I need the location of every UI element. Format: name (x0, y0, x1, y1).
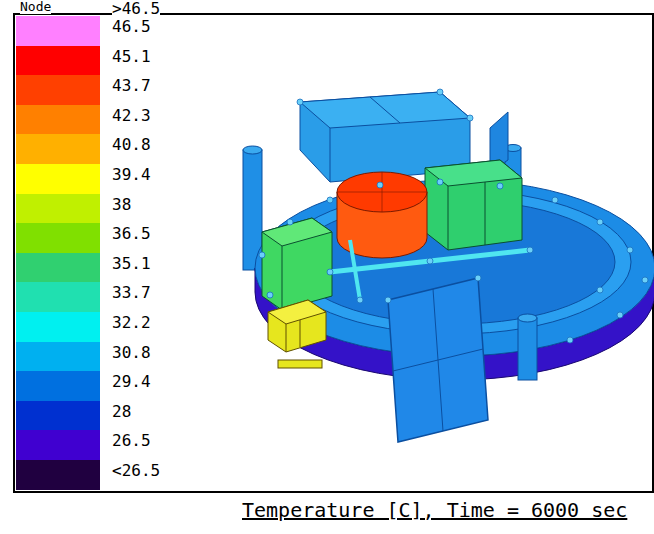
legend-value: 26.5 (112, 432, 151, 450)
legend-swatch (16, 46, 100, 76)
legend-value: 29.4 (112, 373, 151, 391)
box-top (300, 92, 470, 128)
legend-heading: Node (20, 0, 51, 14)
legend-swatch (16, 282, 100, 312)
legend-value: 46.5 (112, 18, 151, 36)
legend-swatch (16, 371, 100, 401)
equipment-box (262, 218, 332, 310)
legend-value: 45.1 (112, 48, 151, 66)
legend-swatch (16, 460, 100, 490)
legend-value: 36.5 (112, 225, 151, 243)
plot-caption: Temperature [C], Time = 6000 sec (242, 498, 627, 522)
plot-frame (14, 14, 653, 492)
legend-swatch (16, 105, 100, 135)
legend-value: >46.5 (112, 0, 160, 18)
legend-value: 40.8 (112, 136, 151, 154)
legend-swatch (16, 342, 100, 372)
strut (330, 250, 530, 272)
legend-swatch (16, 223, 100, 253)
legend-value: 32.2 (112, 314, 151, 332)
legend-value: 33.7 (112, 284, 151, 302)
legend-swatch (16, 194, 100, 224)
legend-swatch (16, 253, 100, 283)
legend-value: <26.5 (112, 462, 160, 480)
equipment-box (425, 160, 522, 250)
legend-swatch (16, 401, 100, 431)
legend-swatch (16, 134, 100, 164)
legend-swatch (16, 312, 100, 342)
legend-value: 39.4 (112, 166, 151, 184)
legend-swatch (16, 16, 100, 46)
pole (518, 318, 537, 380)
pole-top (243, 146, 262, 154)
legend-value: 38 (112, 196, 131, 214)
strut (350, 240, 360, 300)
legend-value: 30.8 (112, 344, 151, 362)
legend-value: 43.7 (112, 77, 151, 95)
legend-swatch (16, 430, 100, 460)
mesh-nodes (259, 89, 648, 343)
legend-value: 35.1 (112, 255, 151, 273)
legend-swatch (16, 164, 100, 194)
legend-value: 42.3 (112, 107, 151, 125)
bracket (278, 360, 322, 368)
legend-value: 28 (112, 403, 131, 421)
legend-swatch (16, 75, 100, 105)
cylinder-top (337, 172, 427, 212)
front-panel (388, 278, 488, 442)
equipment-box (268, 300, 326, 352)
